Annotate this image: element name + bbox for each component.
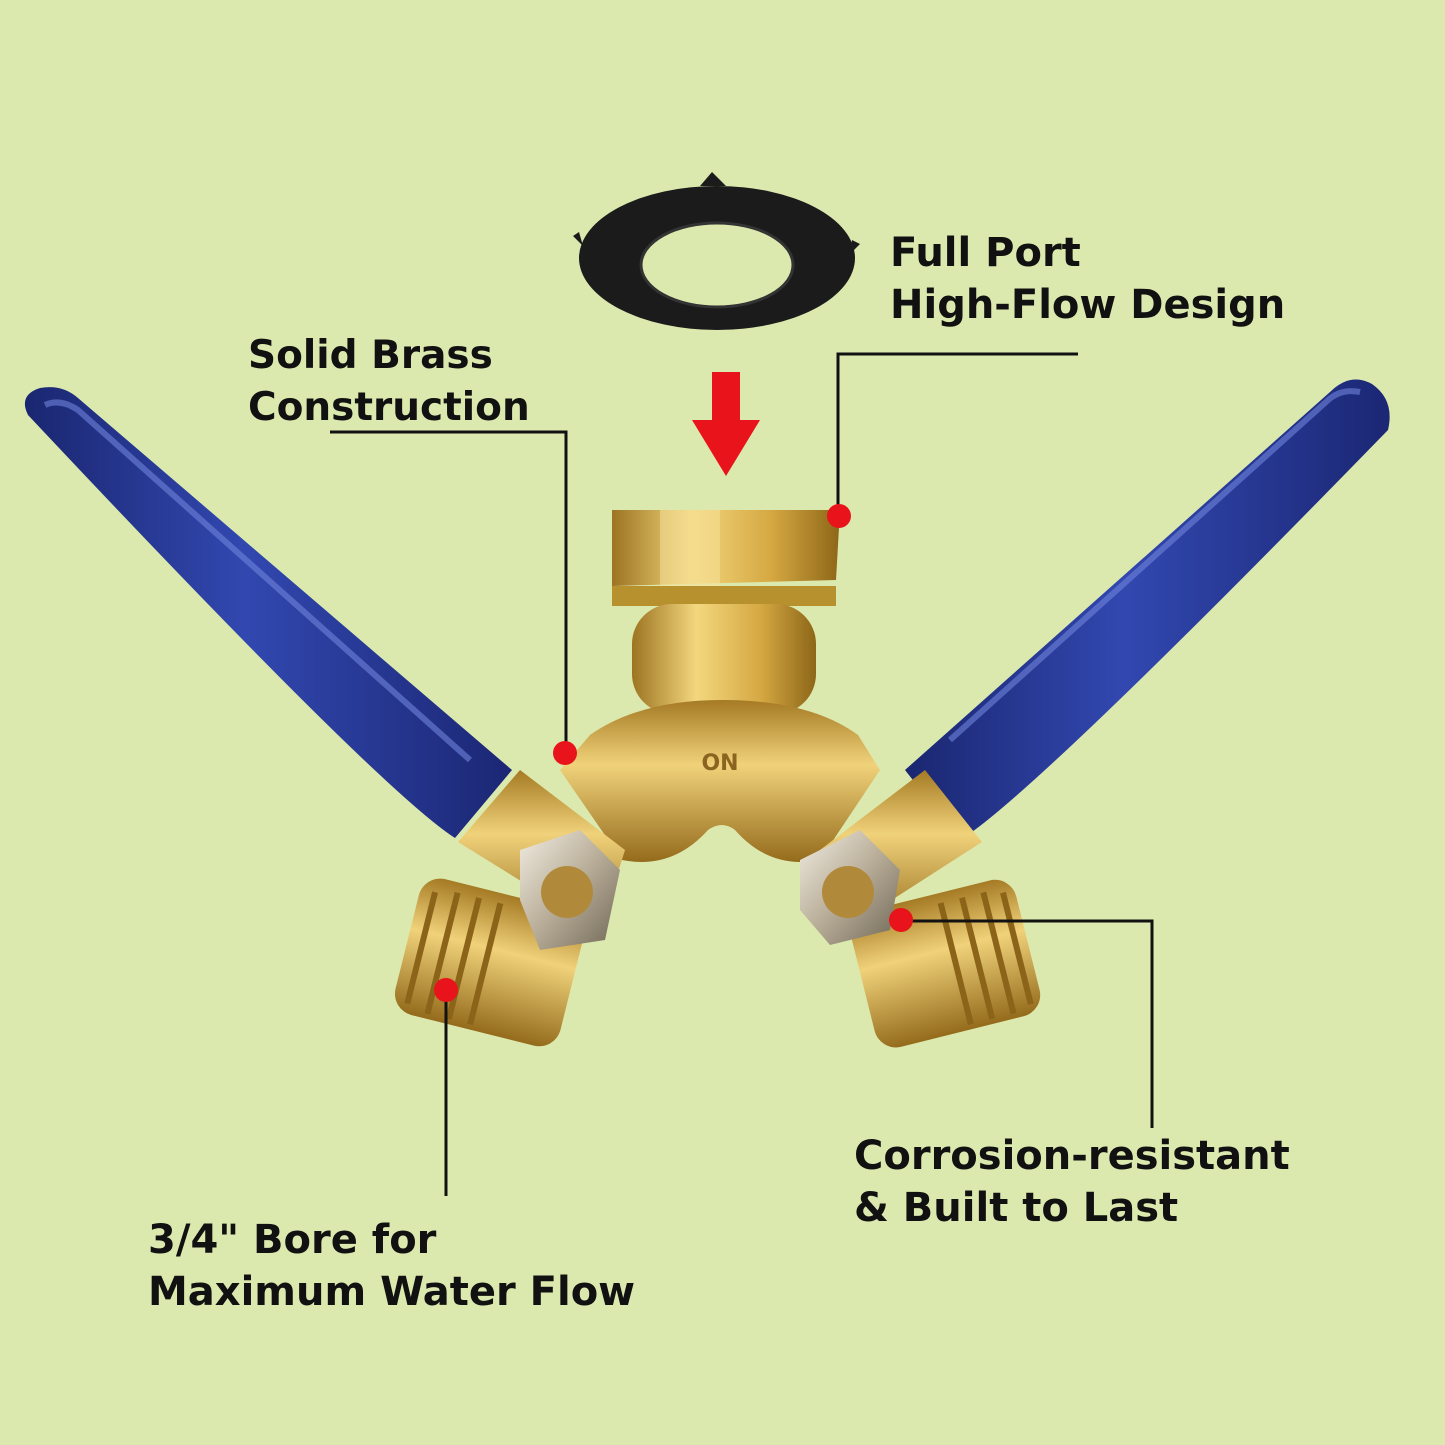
marker-dot-port (827, 504, 851, 528)
callout-solid-brass: Solid Brass Construction (248, 330, 530, 434)
marker-dot-brass (553, 741, 577, 765)
rubber-washer-icon (573, 172, 860, 330)
product-marking: ON (701, 751, 738, 776)
callout-bore: 3/4" Bore for Maximum Water Flow (148, 1214, 635, 1318)
y-body: ON (560, 700, 880, 862)
valve-neck (632, 604, 816, 714)
left-handle (24, 387, 512, 838)
callout-full-port-line2: High-Flow Design (890, 282, 1286, 328)
callout-bore-line1: 3/4" Bore for (148, 1217, 437, 1263)
callout-corrosion-line2: & Built to Last (854, 1185, 1179, 1231)
hex-nut (612, 510, 840, 606)
left-outlet (394, 770, 625, 1047)
marker-dot-corrosion (889, 908, 913, 932)
leader-lines (330, 352, 1154, 1196)
callout-corrosion: Corrosion-resistant & Built to Last (854, 1130, 1290, 1234)
callout-full-port-line1: Full Port (890, 230, 1081, 276)
callout-corrosion-line1: Corrosion-resistant (854, 1133, 1290, 1179)
callout-solid-brass-line1: Solid Brass (248, 333, 493, 378)
marker-dot-bore (434, 978, 458, 1002)
right-handle (905, 379, 1390, 840)
callout-solid-brass-line2: Construction (248, 385, 530, 430)
callout-full-port: Full Port High-Flow Design (890, 227, 1285, 331)
flow-arrow-icon (692, 372, 760, 476)
callout-bore-line2: Maximum Water Flow (148, 1269, 636, 1315)
